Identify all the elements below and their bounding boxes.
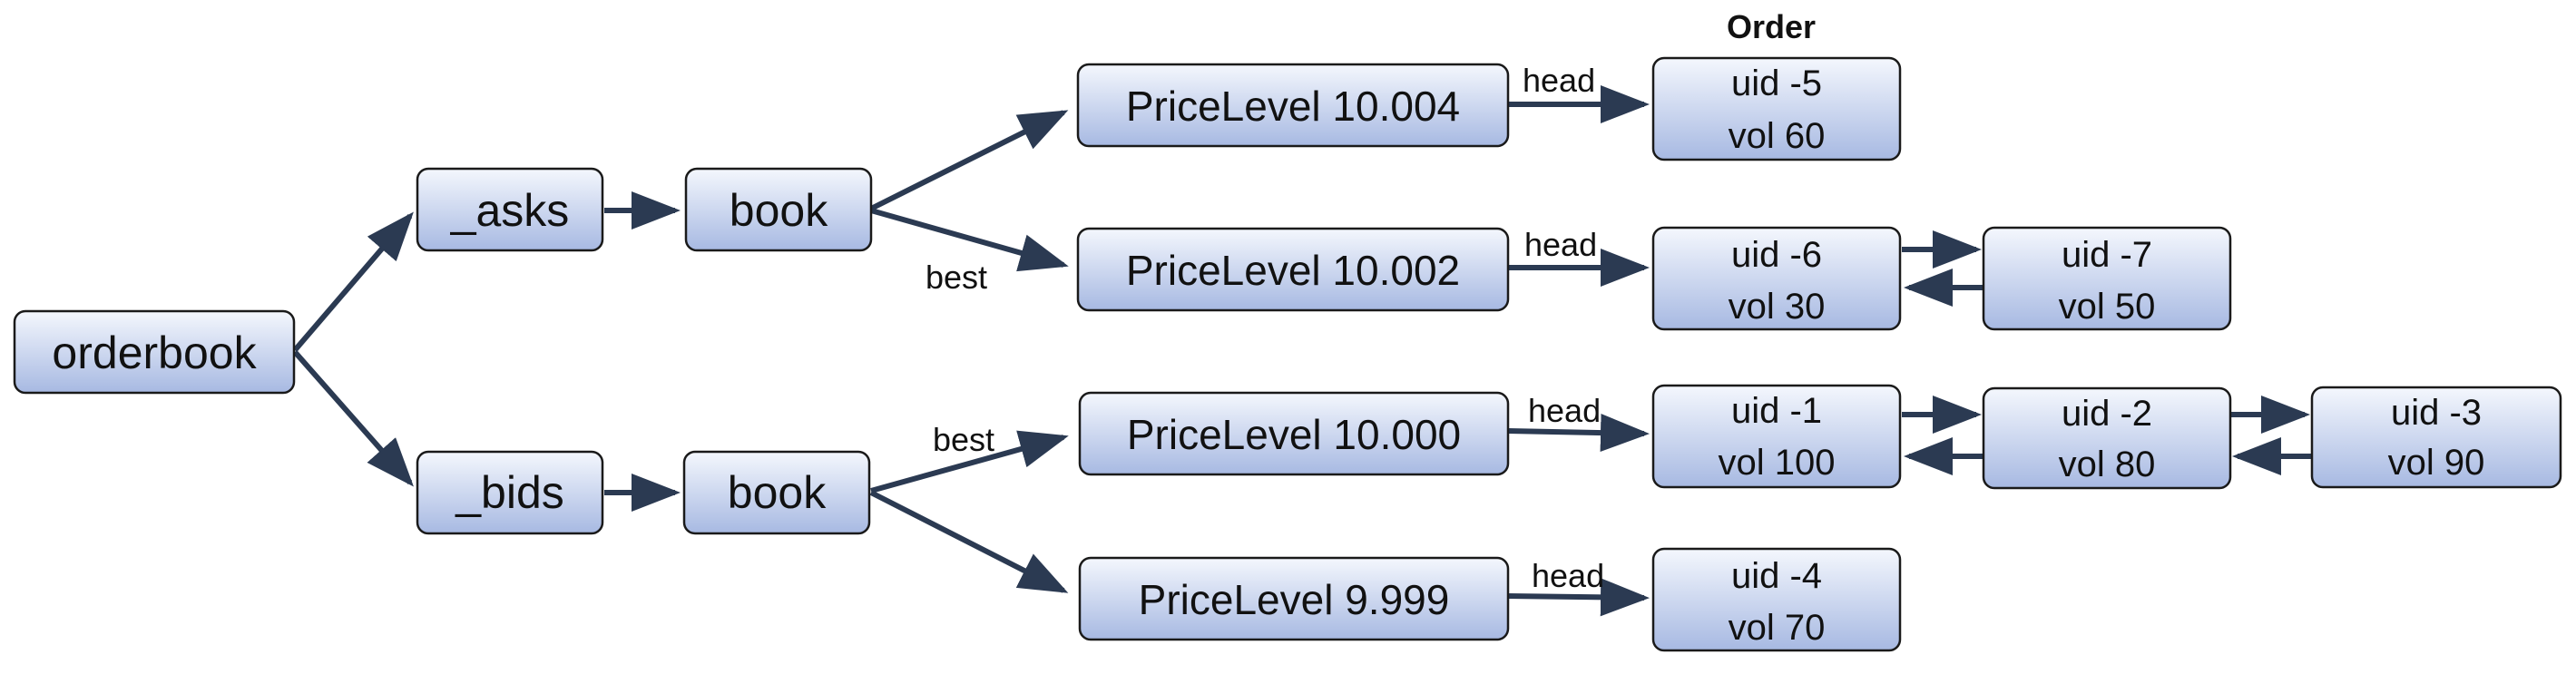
order-uid-3-uid: uid -3 — [2391, 393, 2482, 433]
order-uid-6: uid -6 vol 30 — [1651, 226, 1902, 331]
node-price-level-10002: PriceLevel 10.002 — [1076, 227, 1510, 312]
arrow-orderbook-to-asks — [292, 211, 414, 352]
order-uid-1-uid: uid -1 — [1731, 391, 1822, 431]
node-price-level-10004: PriceLevel 10.004 — [1076, 63, 1510, 148]
node-bids-label: _bids — [455, 467, 564, 518]
order-uid-1-vol: vol 100 — [1719, 443, 1836, 483]
arrow-orderbook-to-bids — [292, 350, 414, 487]
order-uid-6-vol: vol 30 — [1729, 287, 1826, 327]
edge-label-best-asks: best — [926, 259, 987, 296]
node-orderbook-label: orderbook — [52, 327, 257, 378]
node-asks-book: book — [684, 167, 873, 252]
arrow-asks-book-to-level-10004 — [869, 110, 1069, 211]
order-uid-4: uid -4 vol 70 — [1651, 547, 1902, 652]
order-uid-2-uid: uid -2 — [2062, 394, 2152, 434]
edge-label-head-9999: head — [1532, 557, 1604, 594]
node-price-level-10000: PriceLevel 10.000 — [1078, 391, 1510, 476]
node-orderbook: orderbook — [13, 309, 296, 395]
edge-label-head-10002: head — [1524, 226, 1597, 263]
order-uid-3-vol: vol 90 — [2388, 443, 2485, 483]
order-uid-2-vol: vol 80 — [2059, 445, 2156, 484]
arrow-bids-book-to-level-9999 — [869, 490, 1069, 593]
order-uid-5: uid -5 vol 60 — [1651, 56, 1902, 161]
node-asks-book-label: book — [730, 185, 828, 236]
node-price-level-9999: PriceLevel 9.999 — [1078, 556, 1510, 641]
order-uid-2: uid -2 vol 80 — [1982, 386, 2232, 490]
order-uid-7-uid: uid -7 — [2062, 235, 2152, 275]
edge-label-head-10004: head — [1523, 62, 1595, 99]
order-uid-3: uid -3 vol 90 — [2310, 386, 2562, 489]
arrow-head-9999 — [1507, 578, 1650, 617]
order-uid-5-uid: uid -5 — [1731, 64, 1822, 103]
edge-label-head-10000: head — [1528, 392, 1601, 429]
price-level-10000-label: PriceLevel 10.000 — [1127, 411, 1461, 458]
order-uid-5-vol: vol 60 — [1729, 116, 1826, 156]
node-bids: _bids — [416, 450, 604, 535]
order-uid-4-uid: uid -4 — [1731, 556, 1822, 596]
arrow-head-10000 — [1507, 414, 1650, 453]
arrow-asks-book-to-level-10002 — [870, 208, 1069, 272]
node-bids-book: book — [682, 450, 871, 535]
node-asks: _asks — [416, 167, 604, 252]
node-asks-label: _asks — [450, 185, 570, 236]
arrow-bids-book-to-level-10000 — [870, 430, 1069, 493]
order-header: Order — [1727, 8, 1816, 45]
node-bids-book-label: book — [728, 467, 827, 518]
price-level-10002-label: PriceLevel 10.002 — [1126, 247, 1460, 294]
order-uid-1: uid -1 vol 100 — [1651, 384, 1902, 489]
order-uid-4-vol: vol 70 — [1729, 608, 1826, 648]
order-uid-6-uid: uid -6 — [1731, 235, 1822, 275]
order-uid-7: uid -7 vol 50 — [1982, 226, 2232, 331]
price-level-10004-label: PriceLevel 10.004 — [1126, 83, 1460, 130]
order-uid-7-vol: vol 50 — [2059, 287, 2156, 327]
edge-label-best-bids: best — [933, 421, 994, 458]
price-level-9999-label: PriceLevel 9.999 — [1139, 576, 1450, 623]
